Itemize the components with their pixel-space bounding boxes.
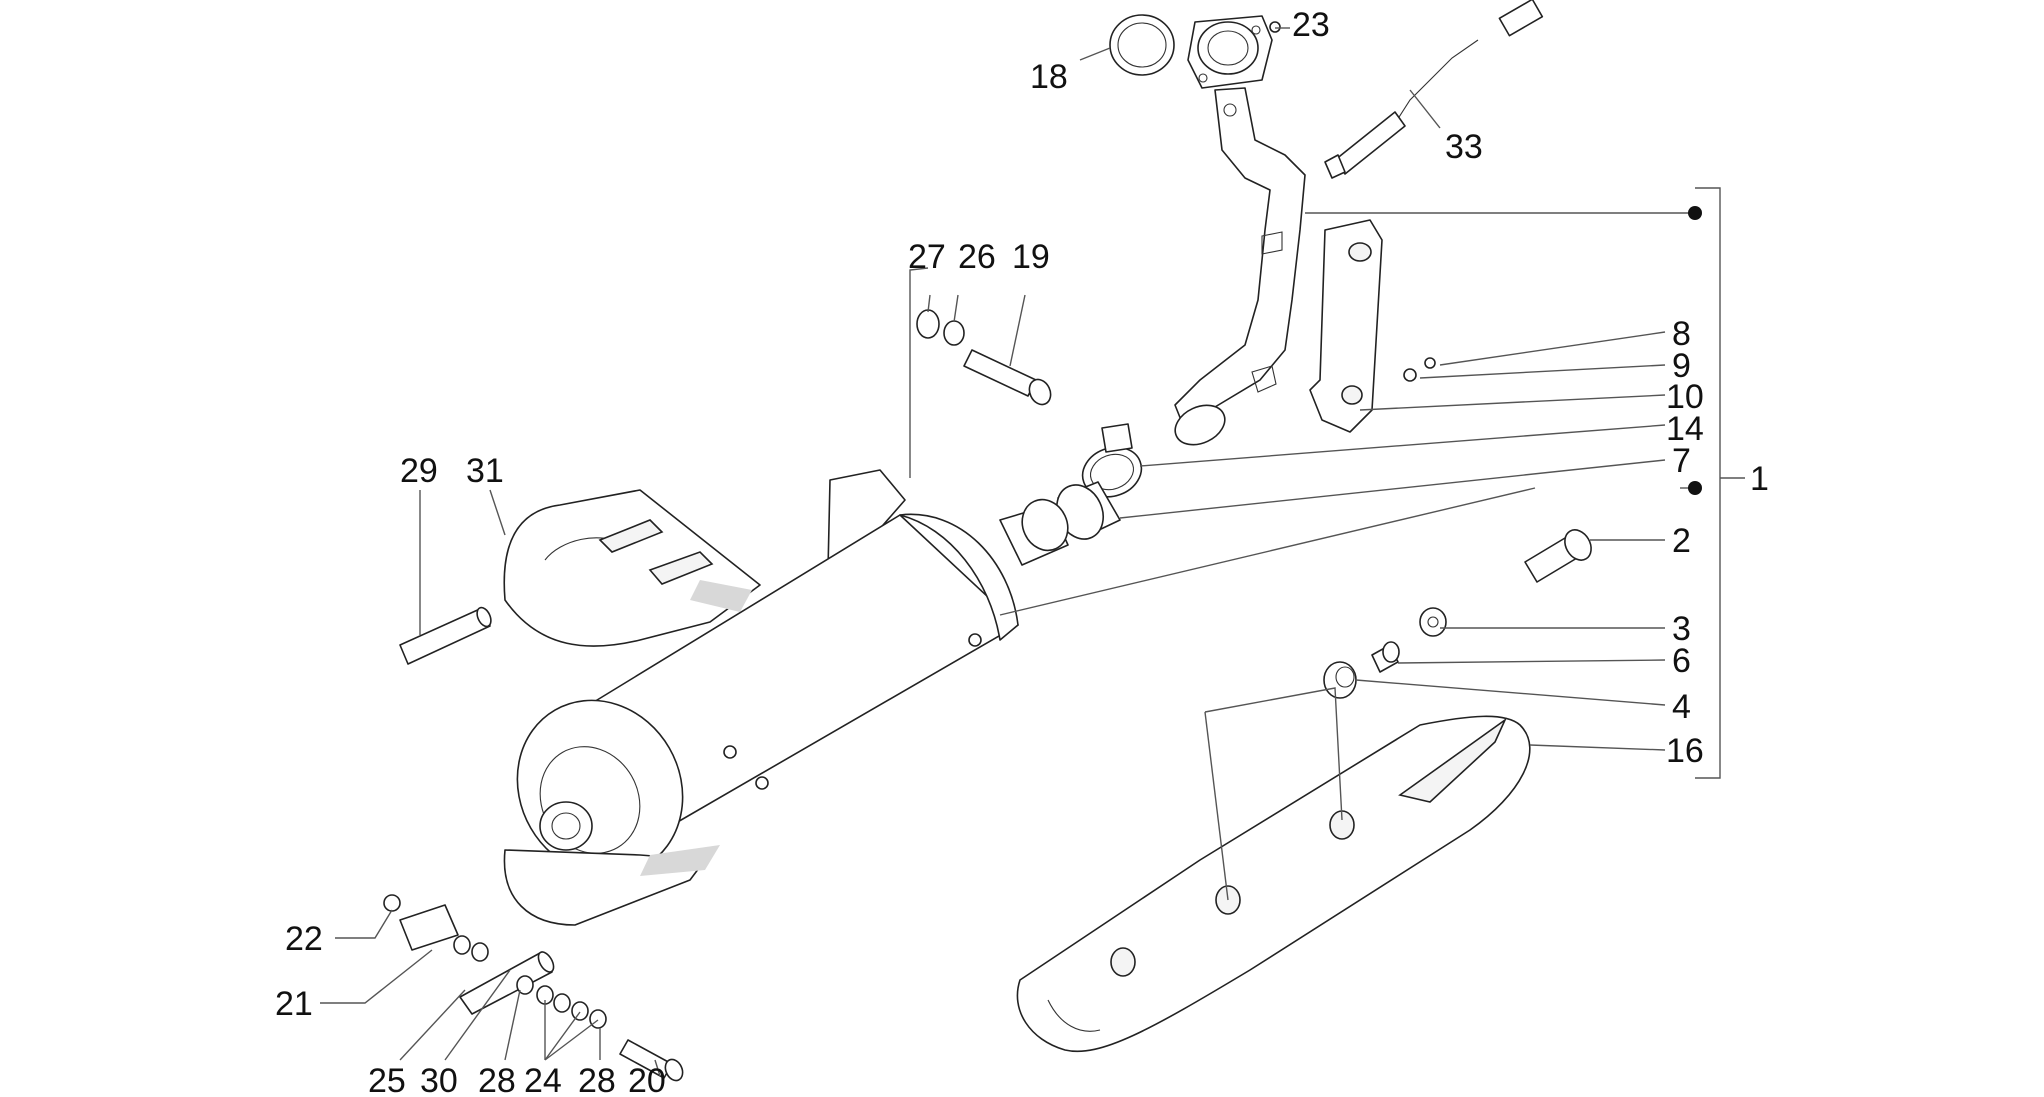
callout-20[interactable]: 20: [628, 1062, 666, 1097]
callout-19[interactable]: 19: [1012, 238, 1050, 276]
part-29-pin[interactable]: [399, 605, 494, 665]
part-20-bolt[interactable]: [619, 1039, 686, 1083]
callout-7[interactable]: 7: [1672, 442, 1691, 480]
part-22-nut[interactable]: [383, 894, 401, 912]
callout-2[interactable]: 2: [1672, 522, 1691, 560]
part-30-spacer-tube[interactable]: [459, 949, 557, 1015]
part-4-grommet[interactable]: [1323, 661, 1357, 699]
part-3-washer[interactable]: [1419, 607, 1447, 637]
callout-labels: 18 23 33 27 26 19 8 9 10 14 7 1 2 3 6 4 …: [275, 6, 1769, 1097]
part-19-bolt[interactable]: [963, 349, 1055, 408]
callout-31[interactable]: 31: [466, 452, 504, 490]
part-24-washers[interactable]: [516, 975, 607, 1029]
part-1-header-pipe[interactable]: [1169, 87, 1306, 452]
part-8-nut[interactable]: [1424, 357, 1436, 369]
part-31-upper-heat-shield[interactable]: [503, 489, 761, 647]
callout-28-b[interactable]: 28: [578, 1062, 616, 1097]
part-26-washer[interactable]: [943, 320, 965, 346]
part-10-bracket[interactable]: [1309, 219, 1383, 433]
callout-10[interactable]: 10: [1666, 378, 1704, 416]
callout-24[interactable]: 24: [524, 1062, 562, 1097]
part-9-washer[interactable]: [1403, 368, 1417, 382]
callout-6[interactable]: 6: [1672, 642, 1691, 680]
part-2-bolt[interactable]: [1524, 525, 1596, 583]
part-31-lower-heat-shield[interactable]: [503, 845, 720, 926]
group-dot-bottom: [1688, 481, 1702, 495]
callout-18[interactable]: 18: [1030, 58, 1068, 96]
callout-16[interactable]: 16: [1666, 732, 1704, 770]
callout-30[interactable]: 30: [420, 1062, 458, 1097]
callout-28-a[interactable]: 28: [478, 1062, 516, 1097]
part-27-washer[interactable]: [916, 309, 940, 339]
callout-21[interactable]: 21: [275, 985, 313, 1023]
callout-1[interactable]: 1: [1750, 460, 1769, 498]
part-6-spacer[interactable]: [1371, 641, 1400, 673]
callout-29[interactable]: 29: [400, 452, 438, 490]
part-18-gasket[interactable]: [1109, 14, 1175, 76]
callout-26[interactable]: 26: [958, 238, 996, 276]
callout-27[interactable]: 27: [908, 238, 946, 276]
callout-9[interactable]: 9: [1672, 347, 1691, 385]
part-25-washer-b[interactable]: [471, 942, 489, 962]
callout-23[interactable]: 23: [1292, 6, 1330, 44]
leader-lines: [320, 27, 1745, 1077]
part-33-lambda-sensor[interactable]: [1324, 0, 1544, 179]
part-1-muffler[interactable]: [486, 469, 1076, 906]
part-16-heat-shield[interactable]: [1016, 715, 1531, 1053]
part-23-manifold-flange[interactable]: [1187, 15, 1281, 89]
callout-4[interactable]: 4: [1672, 688, 1691, 726]
callout-3[interactable]: 3: [1672, 610, 1691, 648]
callout-33[interactable]: 33: [1445, 128, 1483, 166]
callout-22[interactable]: 22: [285, 920, 323, 958]
group-dot-top: [1688, 206, 1702, 220]
callout-8[interactable]: 8: [1672, 315, 1691, 353]
callout-14[interactable]: 14: [1666, 410, 1704, 448]
callout-25[interactable]: 25: [368, 1062, 406, 1097]
part-25-washer[interactable]: [453, 935, 471, 955]
part-21-bracket[interactable]: [399, 904, 459, 951]
